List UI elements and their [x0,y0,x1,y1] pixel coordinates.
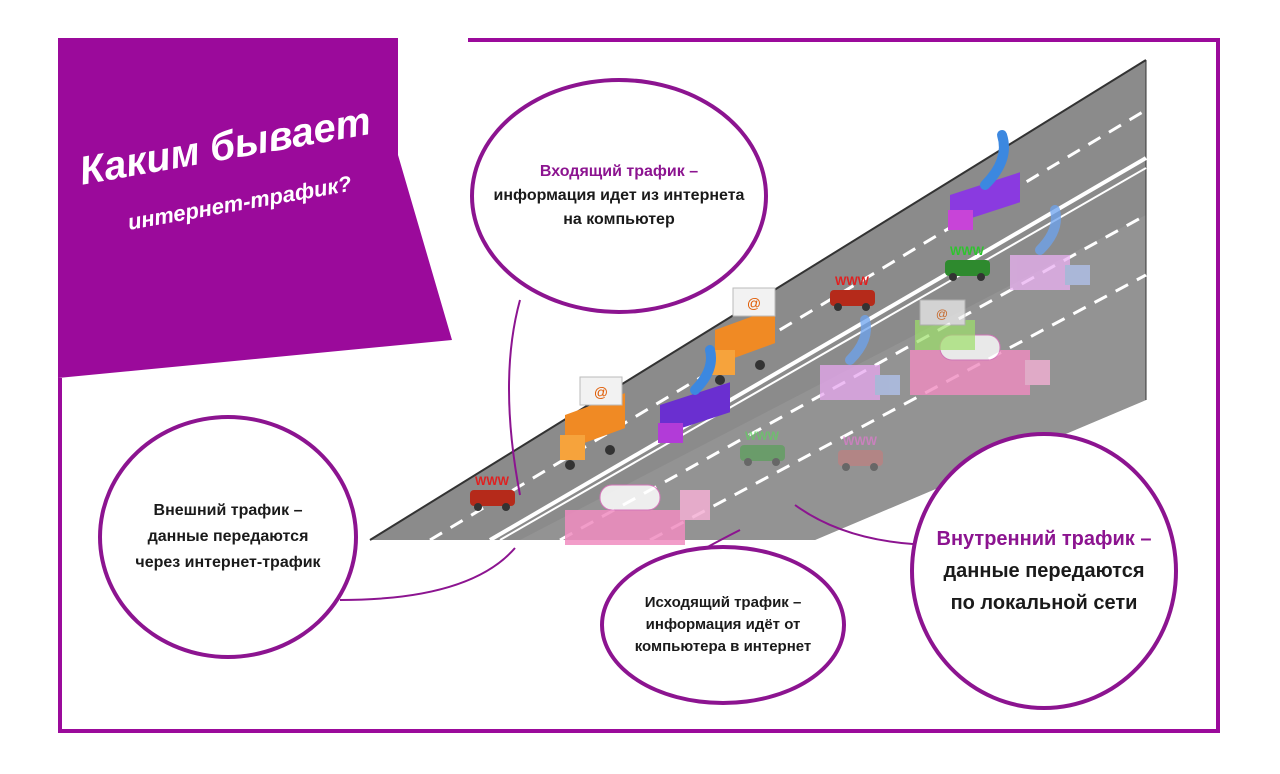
svg-text:@: @ [936,307,948,321]
phone-truck-icon [948,130,1020,230]
bubble-outgoing-traffic: Исходящий трафик – информация идёт от ко… [600,545,846,705]
bubble-text: информация идет из интернета [493,187,745,204]
bubble-text: компьютера в интернет [634,638,812,655]
svg-text:WWW: WWW [843,434,878,448]
phone-truck-icon [820,315,900,400]
phone-truck-icon [1010,205,1090,290]
lane-line [499,167,1147,541]
svg-text:WWW: WWW [475,474,510,488]
email-icon [732,287,776,317]
www-car-icon: WWW [838,434,883,471]
connector-incoming [508,299,521,496]
game-truck-icon [565,484,710,545]
www-car-icon: WWW [470,474,515,511]
svg-text:WWW: WWW [950,244,985,258]
bubble-text: данные передаются [147,528,309,545]
frame-bottom-border [58,729,1220,733]
truck-icon: @ [710,287,776,385]
phone-truck-icon [658,345,730,443]
bubble-text: на компьютер [563,211,675,228]
svg-text:WWW: WWW [835,274,870,288]
lane-line [488,156,1148,542]
bubble-heading: Внешний трафик – [153,502,303,519]
connector-external [339,547,516,601]
email-truck-icon: @ [915,299,975,350]
bubble-heading: Внутренний трафик – [936,528,1152,550]
bubble-heading: Входящий трафик – [539,163,699,180]
www-car-icon: WWW [740,429,785,466]
svg-text:WWW: WWW [745,429,780,443]
bubble-text: через интернет-трафик [135,554,321,571]
svg-text:@: @ [747,295,761,311]
bubble-text: данные передаются [943,560,1145,582]
www-car-icon: WWW [830,274,875,311]
lane-line [429,108,1147,542]
bubble-text: по локальной сети [950,592,1138,614]
svg-text:@: @ [594,384,608,400]
bubble-incoming-traffic: Входящий трафик – информация идет из инт… [470,78,768,314]
lane-line [649,273,1147,542]
frame-left-border [58,378,62,733]
email-icon [579,376,623,406]
bubble-internal-traffic: Внутренний трафик – данные передаются по… [910,432,1178,710]
www-car-icon: WWW [945,244,990,281]
bubble-external-traffic: Внешний трафик – данные передаются через… [98,415,358,659]
bubble-text: информация идёт от [645,616,801,633]
title-background [58,38,452,378]
frame-top-border [468,38,1220,42]
bubble-heading: Исходящий трафик – [644,594,802,611]
frame-right-border [1216,38,1220,732]
truck-icon: @ [560,376,625,470]
